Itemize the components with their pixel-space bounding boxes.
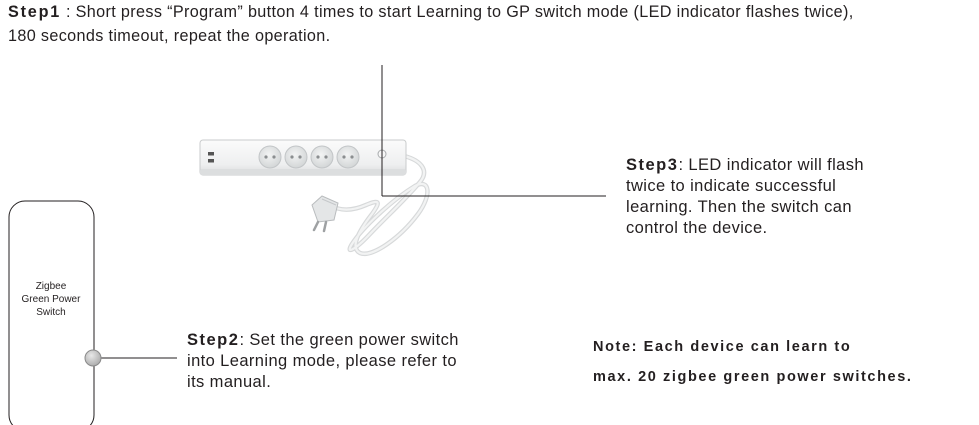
power-plug: [311, 195, 339, 233]
switch-label-line-3: Switch: [36, 307, 66, 318]
switch-label-line-1: Zigbee: [35, 281, 67, 292]
note: Note: Each device can learn to max. 20 z…: [593, 332, 973, 392]
switch-label-line-2: Green Power: [21, 294, 81, 305]
step2-text: : Set the green power switch into Learni…: [187, 331, 459, 391]
step2-instruction: Step2: Set the green power switch into L…: [187, 330, 477, 393]
socket-icon: [310, 145, 334, 169]
power-strip: [199, 139, 407, 176]
note-line-1: Note: Each device can learn to: [593, 339, 852, 355]
step3-instruction: Step3: LED indicator will flash twice to…: [626, 155, 876, 239]
step3-label: Step3: [626, 156, 679, 174]
intro-line-2: 180 seconds timeout, repeat the operatio…: [8, 27, 331, 45]
switch-label: Zigbee Green Power Switch: [9, 280, 93, 319]
switch-button-icon: [84, 349, 102, 367]
intro-instruction: Step1 : Short press “Program” button 4 t…: [8, 0, 976, 48]
intro-line-1: Step1 : Short press “Program” button 4 t…: [8, 0, 976, 24]
step2-label: Step2: [187, 331, 240, 349]
power-cable: [327, 153, 430, 256]
socket-icon: [336, 145, 360, 169]
note-line-2: max. 20 zigbee green power switches.: [593, 369, 913, 385]
green-power-switch: [8, 200, 95, 425]
step1-label: Step1: [8, 3, 62, 21]
step3-text: : LED indicator will flash twice to indi…: [626, 156, 864, 237]
step3-callout-line: [381, 65, 606, 197]
usb-ports-icon: [208, 152, 214, 163]
socket-icon: [258, 145, 282, 169]
step1-text: : Short press “Program” button 4 times t…: [61, 3, 854, 21]
socket-icon: [284, 145, 308, 169]
